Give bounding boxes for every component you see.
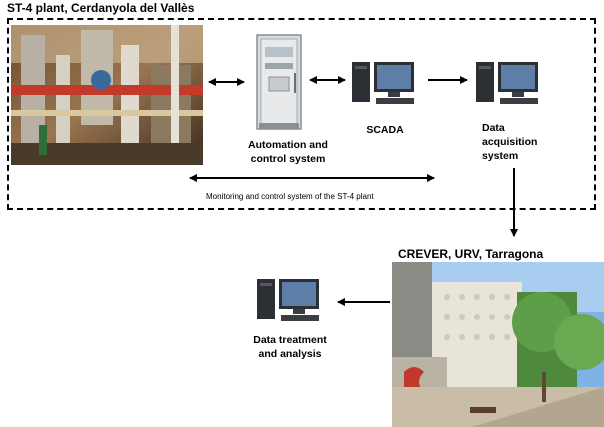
automation-label: Automation and control system: [238, 138, 338, 166]
automation-label-line1: Automation and: [248, 139, 328, 151]
treatment-computer-icon: [257, 275, 321, 327]
scada-label: SCADA: [366, 124, 404, 136]
treatment-label: Data treatment and analysis: [240, 333, 340, 361]
acquisition-label-line3: system: [482, 150, 519, 162]
plant-section-title: ST-4 plant, Cerdanyola del Vallès: [7, 1, 195, 15]
treatment-label-line2: and analysis: [258, 348, 322, 360]
acquisition-computer-icon: [476, 58, 540, 110]
automation-label-line2: control system: [250, 153, 326, 165]
control-cabinet-icon: [255, 33, 303, 131]
scada-computer-icon: [352, 58, 416, 110]
plant-boundary: [7, 18, 596, 210]
university-building-photo: [392, 262, 604, 427]
crever-section-title: CREVER, URV, Tarragona: [398, 247, 544, 261]
monitoring-caption: Monitoring and control system of the ST-…: [206, 192, 374, 201]
industrial-plant-photo: [11, 25, 203, 165]
acquisition-label-line1: Data: [482, 122, 505, 134]
treatment-label-line1: Data treatment: [253, 334, 327, 346]
